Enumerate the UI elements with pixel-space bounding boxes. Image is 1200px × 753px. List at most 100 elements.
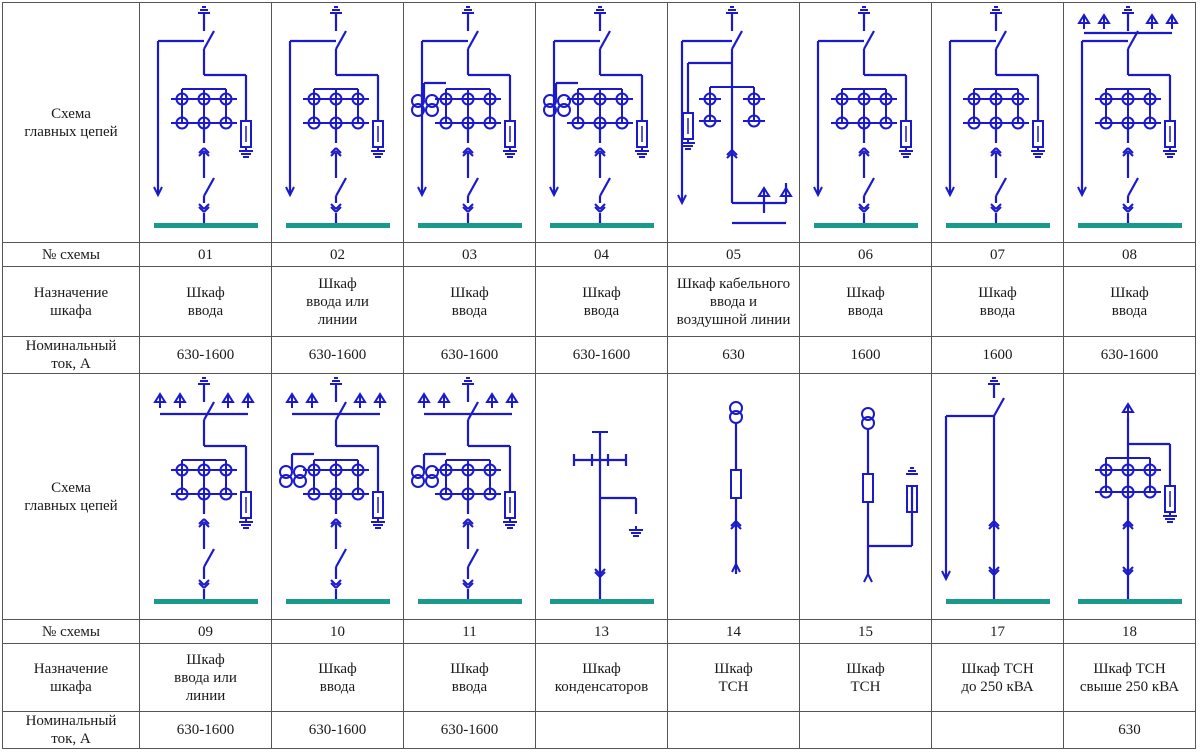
cabinet-purpose-text: Шкаф ввода или линии [306, 275, 369, 328]
cabinet-purpose-text: Шкаф ввода [582, 284, 621, 319]
label-scheme-2: Схема главных цепей [2, 374, 140, 620]
cabinet-purpose: Шкаф ТСН до 250 кВА [932, 644, 1064, 712]
rated-current-text: 630 [1118, 722, 1141, 738]
scheme-number-text: 05 [726, 246, 741, 263]
aux-transformer-cabinet-17-icon [941, 377, 1050, 604]
scheme-diagram-07 [932, 2, 1064, 243]
label-current-2: Номинальный ток, А [2, 712, 140, 749]
scheme-diagram-01 [140, 2, 272, 243]
aux-transformer-cabinet-18-icon [1078, 402, 1182, 604]
scheme-number: 07 [932, 243, 1064, 267]
voltage-transformer-icon [861, 407, 875, 421]
overhead-line-icon [241, 392, 255, 403]
rated-current: 630-1600 [404, 337, 536, 374]
rated-current-text: 630-1600 [1100, 347, 1159, 363]
rated-current: 630 [1064, 712, 1196, 749]
rated-current [932, 712, 1064, 749]
label-purpose-2: Назначение шкафа [2, 644, 140, 712]
input-cabinet-07-icon [945, 5, 1050, 228]
overhead-line-icon [757, 185, 771, 197]
cabinet-purpose-text: Шкаф ввода [318, 660, 357, 695]
scheme-diagram-02 [272, 2, 404, 243]
scheme-diagram-03 [404, 2, 536, 243]
input-or-line-cabinet-02-icon [285, 5, 390, 228]
rated-current: 630-1600 [536, 337, 668, 374]
overhead-line-icon [1097, 12, 1111, 24]
voltage-transformer-icon [543, 93, 557, 108]
busbar [1078, 599, 1182, 604]
scheme-number-text: 18 [1122, 623, 1137, 640]
label-scheme-text: Схема главных цепей [24, 479, 118, 514]
cabinet-purpose: Шкаф ввода или линии [272, 267, 404, 337]
cabinet-purpose: Шкаф кабельного ввода и воздушной линии [668, 267, 800, 337]
scheme-diagram-04 [536, 2, 668, 243]
scheme-diagram-08 [1064, 2, 1196, 243]
cabinet-purpose: Шкаф ввода или линии [140, 644, 272, 712]
input-cabinet-06-icon [813, 5, 918, 228]
scheme-number: 02 [272, 243, 404, 267]
scheme-number: 03 [404, 243, 536, 267]
scheme-number: 04 [536, 243, 668, 267]
scheme-number: 17 [932, 620, 1064, 644]
rated-current: 630-1600 [140, 337, 272, 374]
overhead-line-icon [1145, 12, 1159, 24]
scheme-diagram-10 [272, 374, 404, 620]
busbar [286, 222, 390, 228]
rated-current [668, 712, 800, 749]
label-number-text: № схемы [42, 246, 100, 263]
rated-current-text: 1600 [850, 347, 881, 363]
surge-arrestor-icon [906, 485, 918, 513]
scheme-number: 01 [140, 243, 272, 267]
rated-current-text: 630-1600 [176, 722, 235, 738]
scheme-diagram-05 [668, 2, 800, 243]
scheme-number-text: 15 [858, 623, 873, 640]
cabinet-purpose: Шкаф ввода [536, 267, 668, 337]
busbar [814, 222, 918, 228]
overhead-line-icon [305, 392, 319, 403]
rated-current [536, 712, 668, 749]
scheme-number: 08 [1064, 243, 1196, 267]
scheme-number-text: 11 [462, 623, 477, 640]
voltage-transformer-icon [729, 401, 743, 415]
cabinet-purpose: Шкаф конденсаторов [536, 644, 668, 712]
rated-current-text: 630 [722, 347, 745, 363]
cabinet-purpose: Шкаф ввода [272, 644, 404, 712]
cabinet-purpose: Шкаф ввода [140, 267, 272, 337]
cabinet-purpose-text: Шкаф ТСН [714, 660, 753, 695]
cabinet-purpose-text: Шкаф ввода [846, 284, 885, 319]
rated-current: 630-1600 [272, 337, 404, 374]
scheme-number: 10 [272, 620, 404, 644]
scheme-number: 05 [668, 243, 800, 267]
fuse-icon [862, 473, 874, 503]
scheme-number-text: 04 [594, 246, 609, 263]
overhead-line-icon [1121, 402, 1135, 413]
scheme-number-text: 13 [594, 623, 609, 640]
cabinet-purpose-text: Шкаф кабельного ввода и воздушной линии [676, 275, 791, 328]
overhead-line-icon [173, 392, 187, 403]
rated-current: 630-1600 [140, 712, 272, 749]
busbar [550, 222, 654, 228]
busbar [1078, 222, 1182, 228]
rated-current-text: 630-1600 [308, 722, 367, 738]
voltage-transformer-icon [293, 465, 307, 479]
voltage-transformer-icon [279, 465, 293, 479]
busbar [946, 222, 1050, 228]
cabinet-purpose-text: Шкаф ввода [186, 284, 225, 319]
scheme-number-text: 10 [330, 623, 345, 640]
voltage-transformer-icon [411, 93, 425, 108]
cabinet-purpose-text: Шкаф конденсаторов [554, 660, 649, 695]
cabinet-purpose: Шкаф ввода [404, 644, 536, 712]
input-cabinet-11-icon [411, 377, 522, 604]
cabinet-purpose-text: Шкаф ввода [1110, 284, 1149, 319]
scheme-number: 11 [404, 620, 536, 644]
cabinet-purpose: Шкаф ввода [932, 267, 1064, 337]
fuse-icon [730, 469, 742, 499]
busbar [286, 599, 390, 604]
scheme-number: 15 [800, 620, 932, 644]
label-scheme-text: Схема главных цепей [24, 105, 118, 140]
scheme-number: 09 [140, 620, 272, 644]
label-number-1: № схемы [2, 243, 140, 267]
label-current-text: Номинальный ток, А [25, 338, 117, 372]
overhead-line-icon [437, 392, 451, 403]
